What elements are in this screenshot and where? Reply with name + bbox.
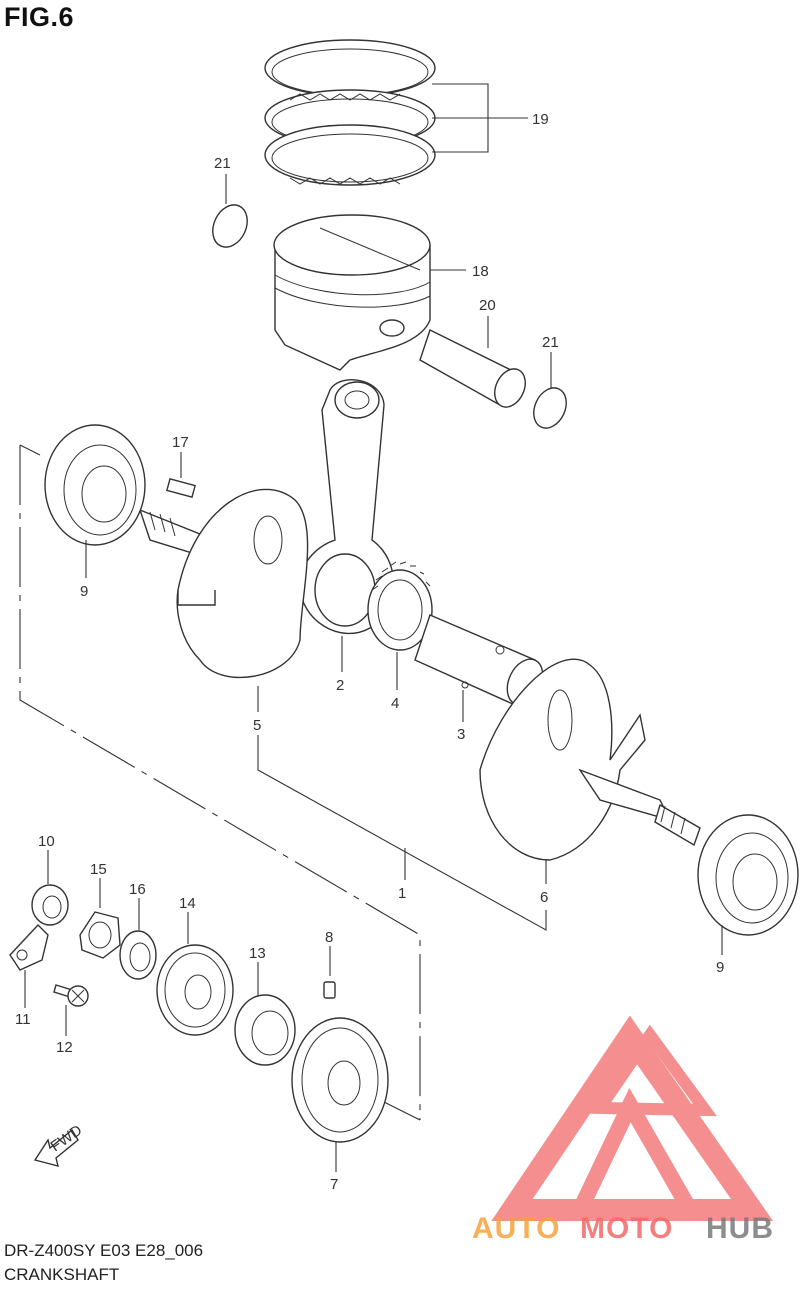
model-code: DR-Z400SY E03 E28_006 xyxy=(4,1241,204,1260)
piston-rings xyxy=(264,39,436,186)
circlip-upper xyxy=(212,204,248,248)
callout-9-left: 9 xyxy=(80,583,88,600)
callout-16: 16 xyxy=(129,881,146,898)
part-15-nut xyxy=(79,911,121,959)
callout-6: 6 xyxy=(540,889,548,906)
part-7-gear-large xyxy=(291,1017,389,1143)
circlip-lower xyxy=(533,387,567,429)
callout-18: 18 xyxy=(472,263,489,280)
callout-2: 2 xyxy=(336,677,344,694)
watermark-text-auto: AUTO xyxy=(472,1212,560,1245)
callout-13: 13 xyxy=(249,945,266,962)
callout-10: 10 xyxy=(38,833,55,850)
woodruff-key xyxy=(166,477,196,499)
part-11-plate xyxy=(9,923,49,971)
piston-pin xyxy=(419,329,526,408)
watermark-text-moto: MOTO xyxy=(580,1212,673,1245)
crankshaft-right xyxy=(479,658,701,861)
part-13-gear-small xyxy=(234,994,296,1066)
callout-12: 12 xyxy=(56,1039,73,1056)
callout-21-upper: 21 xyxy=(214,155,231,172)
callout-5: 5 xyxy=(253,717,261,734)
needle-bearing xyxy=(367,561,433,651)
figure-name: CRANKSHAFT xyxy=(4,1265,120,1284)
watermark-logo xyxy=(491,1015,774,1221)
fwd-arrow-icon: FWD xyxy=(33,1122,85,1167)
callout-19: 19 xyxy=(532,111,549,128)
piston xyxy=(273,214,431,371)
callout-3: 3 xyxy=(457,726,465,743)
callout-15: 15 xyxy=(90,861,107,878)
callout-4: 4 xyxy=(391,695,399,712)
callout-11: 11 xyxy=(15,1011,31,1028)
connecting-rod xyxy=(299,379,395,634)
crankshaft-left xyxy=(138,477,309,679)
callout-8: 8 xyxy=(325,929,333,946)
watermark-text-hub: HUB xyxy=(706,1212,774,1245)
part-16-washer xyxy=(119,930,157,980)
callout-1: 1 xyxy=(398,885,406,902)
callout-9-right: 9 xyxy=(716,959,724,976)
figure-title: FIG.6 xyxy=(4,2,75,32)
callout-17: 17 xyxy=(172,434,189,451)
part-12-screw xyxy=(53,984,89,1007)
main-bearing-right xyxy=(697,814,799,936)
callout-21-lower: 21 xyxy=(542,334,559,351)
callout-7: 7 xyxy=(330,1176,338,1193)
callout-20: 20 xyxy=(479,297,496,314)
callout-14: 14 xyxy=(179,895,196,912)
part-14-gear xyxy=(156,944,234,1036)
part-8-pin xyxy=(323,981,336,999)
main-bearing-left xyxy=(44,424,146,546)
part-10-bushing xyxy=(31,884,69,926)
